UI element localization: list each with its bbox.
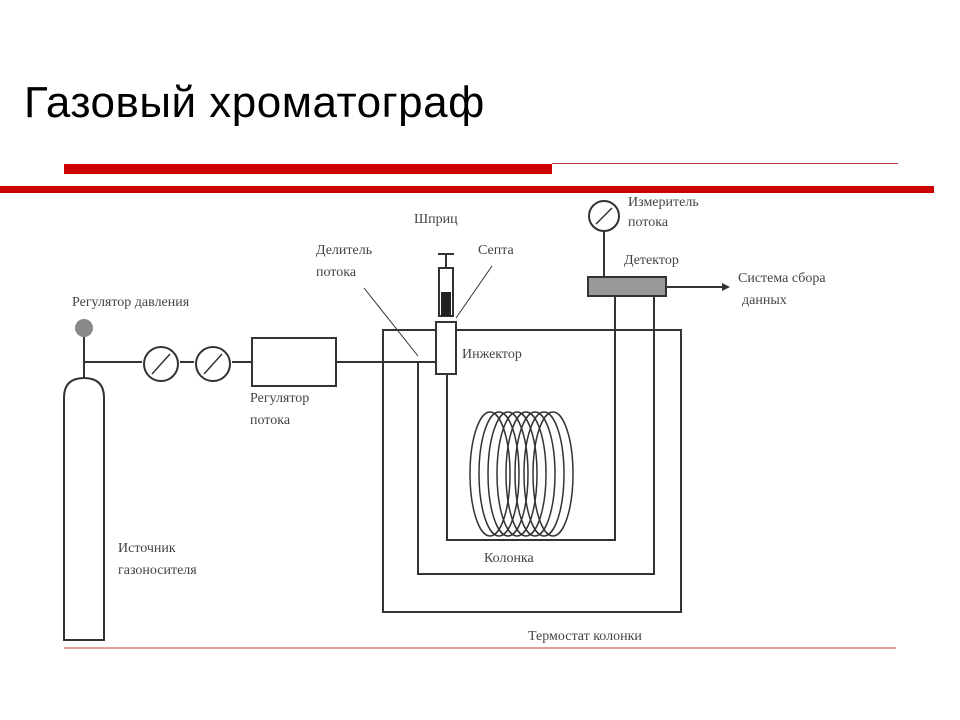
label-detector: Детектор (624, 253, 679, 268)
title-thin-rule (552, 163, 898, 164)
label-gas-source-2: газоносителя (118, 563, 197, 578)
column-thermostat-box (382, 329, 682, 613)
label-flow-splitter-2: потока (316, 265, 357, 280)
injector-body (435, 321, 457, 375)
label-flow-regulator-1: Регулятор (250, 391, 309, 406)
label-injector: Инжектор (462, 347, 522, 362)
column-coil (469, 411, 574, 537)
column-inlet (446, 296, 616, 541)
label-flow-meter-2: потока (628, 215, 669, 230)
title-accent-bar (64, 164, 552, 174)
flow-regulator-box (251, 337, 337, 387)
gas-cylinder (63, 376, 105, 641)
label-pressure-regulator: Регулятор давления (72, 295, 190, 310)
pressure-gauge-2 (195, 346, 231, 382)
label-flow-meter-1: Измеритель (628, 195, 699, 210)
split-line (417, 296, 655, 575)
label-column: Колонка (484, 551, 535, 566)
pressure-regulator-ball (75, 319, 93, 337)
label-septum: Септа (478, 243, 515, 258)
label-data-system-2: данных (742, 293, 787, 308)
label-flow-splitter-1: Делитель (316, 243, 372, 258)
detector-box (587, 276, 667, 297)
pressure-gauge-1 (143, 346, 179, 382)
label-flow-regulator-2: потока (250, 413, 291, 428)
slide-title: Газовый хроматограф (24, 78, 485, 127)
label-data-system-1: Система сбора (738, 271, 826, 286)
label-column-thermostat: Термостат колонки (528, 629, 642, 644)
label-gas-source-1: Источник (118, 541, 176, 556)
title-main-rule (0, 186, 934, 193)
label-syringe: Шприц (414, 212, 458, 227)
